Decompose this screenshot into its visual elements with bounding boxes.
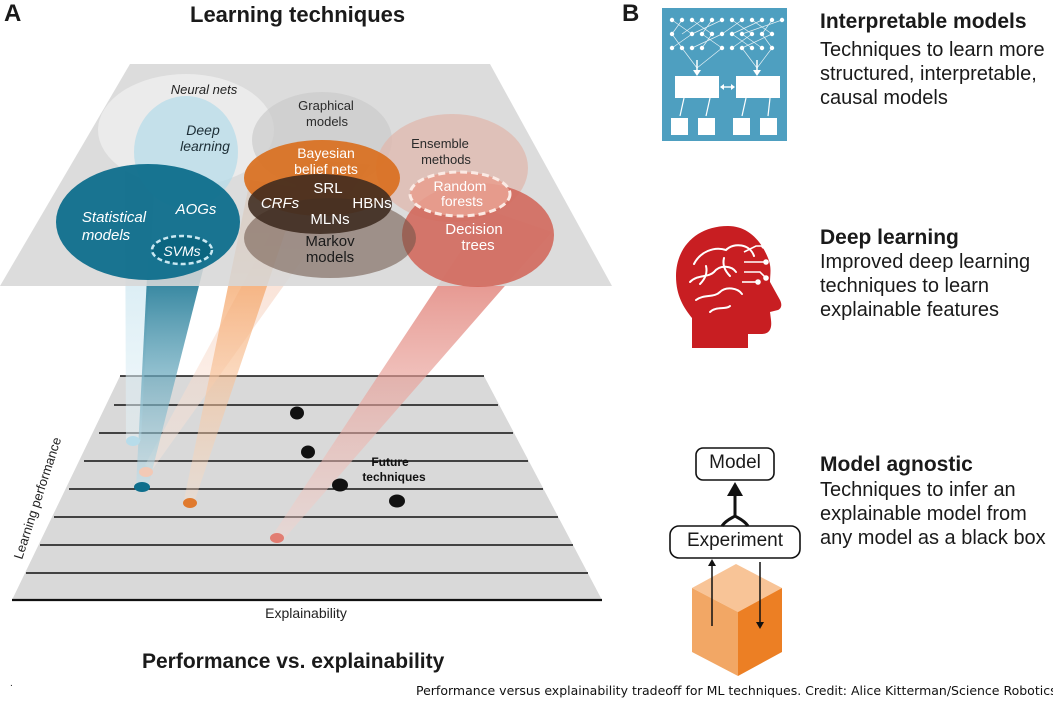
- random-forests-label-2: forests: [441, 193, 483, 209]
- deep-learning-dot: [126, 436, 140, 446]
- corner-mark: .: [10, 678, 13, 689]
- future-technique-dot-2: [301, 445, 315, 459]
- decision-trees-beam: [272, 210, 552, 540]
- bayesian-label-2: belief nets: [294, 161, 358, 177]
- statistical-models-label-2: models: [82, 227, 131, 244]
- decision-trees-label-1: Decision: [445, 221, 503, 238]
- performance-vs-explainability-title: Performance vs. explainability: [142, 650, 445, 673]
- srl-label: SRL: [313, 180, 342, 197]
- interpretable-models-desc-line-3: causal models: [820, 87, 948, 109]
- network-diagram-icon: [662, 8, 787, 141]
- future-techniques-label-1: Future: [371, 455, 409, 469]
- markov-models-label-1: Markov: [305, 233, 355, 250]
- svms-label: SVMs: [163, 243, 200, 259]
- crfs-label: CRFs: [261, 195, 300, 212]
- bayesian-label-1: Bayesian: [297, 145, 355, 161]
- interpretable-models-desc: Techniques to learn more structured, int…: [820, 38, 1045, 110]
- decision-trees-dot: [270, 533, 284, 543]
- panel-a-letter: A: [4, 0, 22, 27]
- experiment-label: Experiment: [686, 530, 784, 551]
- statistical-models-dot: [134, 482, 150, 492]
- figure-caption: Performance versus explainability tradeo…: [416, 683, 1053, 698]
- hbns-label: HBNs: [352, 195, 391, 212]
- mlns-label: MLNs: [310, 211, 349, 228]
- deep-learning-title: Deep learning: [820, 226, 959, 249]
- brain-head-icon: [676, 226, 782, 348]
- interpretable-models-desc-line-2: structured, interpretable,: [820, 63, 1037, 85]
- statistical-models-label-1: Statistical: [82, 209, 147, 226]
- interpretable-models-desc-line-1: Techniques to learn more: [820, 39, 1045, 61]
- decision-trees-label-2: trees: [461, 237, 494, 254]
- graphical-models-label-2: models: [306, 114, 348, 129]
- random-forests-blob: [408, 170, 512, 218]
- future-technique-dot-4: [389, 494, 405, 508]
- mlns-blob: [248, 174, 392, 234]
- deep-learning-label-2: learning: [180, 138, 230, 154]
- aogs-label: AOGs: [175, 201, 217, 218]
- panel-a-title: Learning techniques: [190, 2, 406, 27]
- ensemble-methods-label-1: Ensemble: [411, 136, 469, 151]
- model-agnostic-desc-line-2: explainable model from: [820, 503, 1027, 525]
- svms-blob: [150, 234, 214, 266]
- deep-learning-desc-line-3: explainable features: [820, 299, 1000, 321]
- random-forests-label-1: Random: [434, 178, 487, 194]
- model-agnostic-title: Model agnostic: [820, 453, 973, 476]
- x-axis-label: Explainability: [265, 605, 347, 621]
- future-technique-dot-1: [290, 406, 304, 420]
- model-label: Model: [709, 452, 761, 473]
- future-techniques-label-2: techniques: [362, 470, 426, 484]
- panel-b-letter: B: [622, 0, 640, 27]
- deep-learning-desc-line-1: Improved deep learning: [820, 251, 1031, 273]
- deep-learning-desc: Improved deep learning techniques to lea…: [820, 250, 1030, 322]
- future-technique-dot-3: [332, 478, 348, 492]
- graphical-models-label-1: Graphical: [298, 98, 354, 113]
- statistical-models-beam: [136, 258, 206, 487]
- interpretable-models-title: Interpretable models: [820, 10, 1027, 33]
- model-agnostic-desc-line-1: Techniques to infer an: [820, 479, 1016, 501]
- ensemble-methods-label-2: methods: [421, 152, 471, 167]
- model-agnostic-desc: Techniques to infer an explainable model…: [820, 478, 1046, 550]
- black-box-icon: [669, 447, 801, 676]
- panel-a-diagram: Neural nets Deep learning Graphical mode…: [0, 64, 612, 621]
- bayesian-dot: [183, 498, 197, 508]
- deep-learning-desc-line-2: techniques to learn: [820, 275, 990, 297]
- graphical-models-dot: [139, 467, 153, 477]
- experiment-box: [669, 525, 801, 559]
- deep-learning-label-1: Deep: [186, 122, 220, 138]
- model-box: [695, 447, 775, 481]
- neural-nets-label: Neural nets: [171, 82, 238, 97]
- model-agnostic-desc-line-3: any model as a black box: [820, 527, 1046, 549]
- markov-models-label-2: models: [306, 249, 354, 266]
